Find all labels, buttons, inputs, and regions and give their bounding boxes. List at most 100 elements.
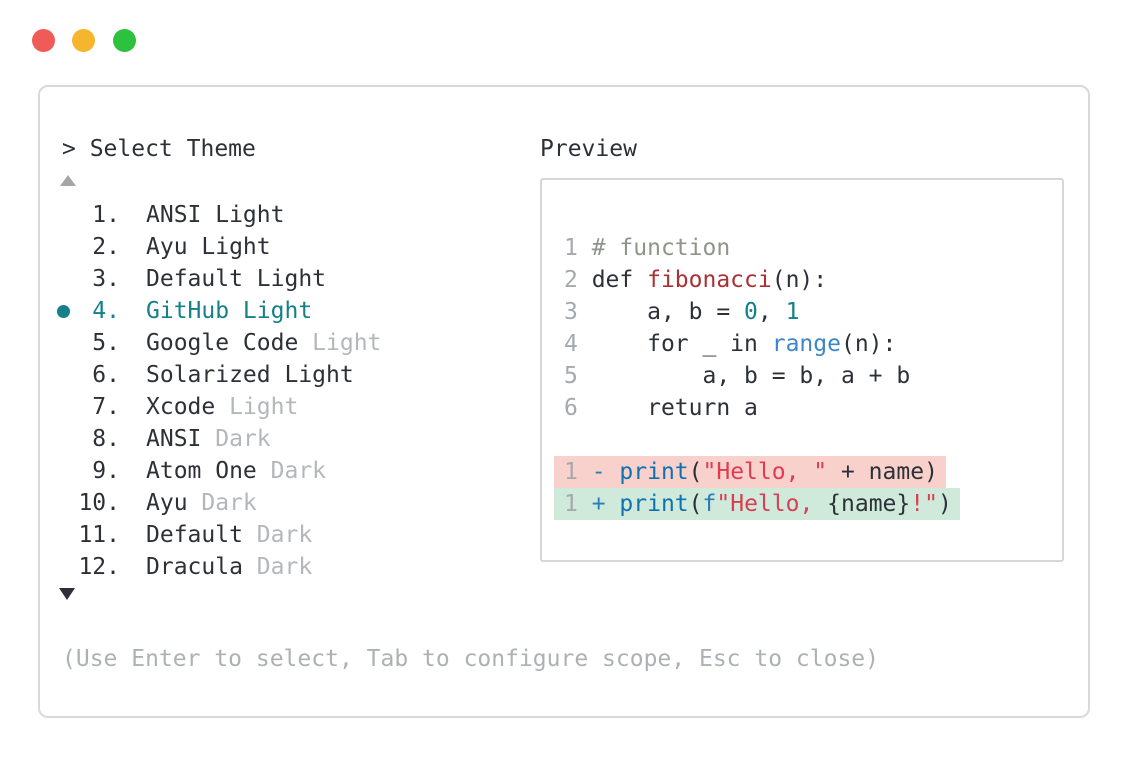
theme-item-label-part: GitHub Light bbox=[146, 298, 313, 324]
line-number: 1 bbox=[564, 459, 592, 485]
preview-title: Preview bbox=[540, 136, 637, 162]
line-number: 2 bbox=[564, 267, 592, 293]
theme-item[interactable]: 1. ANSI Light bbox=[57, 199, 527, 231]
theme-item[interactable]: 10. Ayu Dark bbox=[57, 487, 527, 519]
theme-item-label: Solarized Light bbox=[146, 359, 354, 391]
theme-item-label-part: ANSI Light bbox=[146, 202, 285, 228]
code-token: print bbox=[619, 459, 689, 485]
line-number: 6 bbox=[564, 395, 592, 421]
theme-item-label-part: Xcode bbox=[146, 394, 230, 420]
code-line: 6 return a bbox=[542, 392, 1062, 424]
theme-item-label: Google Code Light bbox=[146, 327, 381, 359]
theme-item-label-part: Google Code bbox=[146, 330, 313, 356]
theme-item-label: GitHub Light bbox=[146, 295, 312, 327]
code-token: 1 bbox=[785, 299, 800, 325]
theme-item-label: Ayu Dark bbox=[146, 487, 257, 519]
code-token: "Hello, " bbox=[702, 459, 828, 485]
theme-item-label-part: Ayu Light bbox=[146, 234, 271, 260]
theme-item-label-part: Dracula bbox=[146, 554, 257, 580]
theme-item-label: Atom One Dark bbox=[146, 455, 326, 487]
theme-item-number: 9. bbox=[92, 458, 120, 484]
theme-item-number: 1. bbox=[92, 202, 120, 228]
code-token: ( bbox=[688, 459, 703, 485]
theme-item[interactable]: 7. Xcode Light bbox=[57, 391, 527, 423]
code-token: ) bbox=[937, 491, 952, 517]
theme-item-number: 6. bbox=[92, 362, 120, 388]
diff-highlight: 1 - print("Hello, " + name) bbox=[554, 456, 946, 488]
theme-item[interactable]: 2. Ayu Light bbox=[57, 231, 527, 263]
help-text: (Use Enter to select, Tab to configure s… bbox=[62, 646, 879, 672]
code-token: for _ in bbox=[591, 331, 772, 357]
theme-item-number: 10. bbox=[78, 490, 120, 516]
theme-item[interactable]: 9. Atom One Dark bbox=[57, 455, 527, 487]
theme-item-label: Default Dark bbox=[146, 519, 312, 551]
close-button[interactable] bbox=[32, 29, 55, 52]
theme-item[interactable]: 3. Default Light bbox=[57, 263, 527, 295]
preview-box: 1 # function 2 def fibonacci(n): 3 a, b = … bbox=[540, 178, 1064, 562]
theme-item-label-part: Ayu bbox=[146, 490, 202, 516]
theme-item-label-part: Solarized Light bbox=[146, 362, 354, 388]
theme-item-label-part: Dark bbox=[201, 490, 257, 516]
theme-item-label: Ayu Light bbox=[146, 231, 271, 263]
theme-item-label-part: Dark bbox=[270, 458, 327, 484]
code-line: 2 def fibonacci(n): bbox=[542, 264, 1062, 296]
selected-indicator bbox=[57, 304, 78, 318]
theme-item-label: Xcode Light bbox=[146, 391, 298, 423]
theme-item-label-part: Light bbox=[312, 330, 382, 356]
theme-list: 1. ANSI Light 2. Ayu Light 3. Default Light 4.… bbox=[57, 199, 527, 583]
code-token: (n): bbox=[840, 331, 897, 357]
code-line: 5 a, b = b, a + b bbox=[542, 360, 1062, 392]
theme-item[interactable]: 4.GitHub Light bbox=[57, 295, 527, 327]
theme-item[interactable]: 6. Solarized Light bbox=[57, 359, 527, 391]
code-token: # function bbox=[591, 235, 731, 261]
theme-item-label: ANSI Light bbox=[146, 199, 284, 231]
diff-highlight: 1 + print(f"Hello, {name}!") bbox=[554, 488, 960, 520]
code-token: 0 bbox=[744, 299, 758, 325]
code-token: ( bbox=[688, 491, 703, 517]
code-line bbox=[542, 424, 1062, 456]
theme-item-number: 12. bbox=[78, 554, 120, 580]
theme-item-number: 2. bbox=[92, 234, 120, 260]
theme-item[interactable]: 12. Dracula Dark bbox=[57, 551, 527, 583]
theme-item[interactable]: 11.Default Dark bbox=[57, 519, 527, 551]
code-line: 4 for _ in range(n): bbox=[542, 328, 1062, 360]
code-token: {name} bbox=[827, 491, 911, 517]
theme-item-label-part: ANSI bbox=[146, 426, 216, 452]
code-token: fibonacci bbox=[647, 267, 772, 293]
theme-item-label-part: Dark bbox=[256, 522, 313, 548]
code-token: , bbox=[757, 299, 786, 325]
line-number: 5 bbox=[564, 363, 592, 389]
code-token: + name) bbox=[827, 459, 938, 485]
theme-item-number: 8. bbox=[92, 426, 120, 452]
theme-item[interactable]: 5. Google Code Light bbox=[57, 327, 527, 359]
minimize-button[interactable] bbox=[72, 29, 95, 52]
theme-item-label-part: Atom One bbox=[146, 458, 271, 484]
code-token: return a bbox=[591, 395, 758, 421]
theme-item-number: 5. bbox=[92, 330, 120, 356]
code-token: !" bbox=[910, 491, 938, 517]
code-token: - bbox=[591, 459, 620, 485]
line-number: 1 bbox=[564, 491, 592, 517]
line-number: 3 bbox=[564, 299, 592, 325]
code-token: print bbox=[619, 491, 689, 517]
theme-item-number: 3. bbox=[92, 266, 120, 292]
code-token: range bbox=[771, 331, 841, 357]
theme-item-label-part: Light bbox=[229, 394, 299, 420]
code-token: a, b = b, a + b bbox=[591, 363, 911, 389]
code-token: a, b = bbox=[591, 299, 745, 325]
scroll-down-icon[interactable] bbox=[59, 588, 75, 600]
theme-item-label: Default Light bbox=[146, 263, 326, 295]
code-token: + bbox=[591, 491, 620, 517]
theme-item-label-part: Default bbox=[146, 522, 257, 548]
theme-item[interactable]: 8.ANSI Dark bbox=[57, 423, 527, 455]
line-number: 1 bbox=[564, 235, 592, 261]
code-token: "Hello, bbox=[716, 491, 828, 517]
diff-line-added: 1 + print(f"Hello, {name}!") bbox=[542, 488, 1062, 520]
theme-item-label-part: Default Light bbox=[146, 266, 327, 292]
theme-item-label-part: Dark bbox=[256, 554, 313, 580]
scroll-up-icon[interactable] bbox=[60, 175, 76, 186]
code-token: (n): bbox=[771, 267, 828, 293]
maximize-button[interactable] bbox=[113, 29, 136, 52]
theme-item-number: 7. bbox=[92, 394, 120, 420]
